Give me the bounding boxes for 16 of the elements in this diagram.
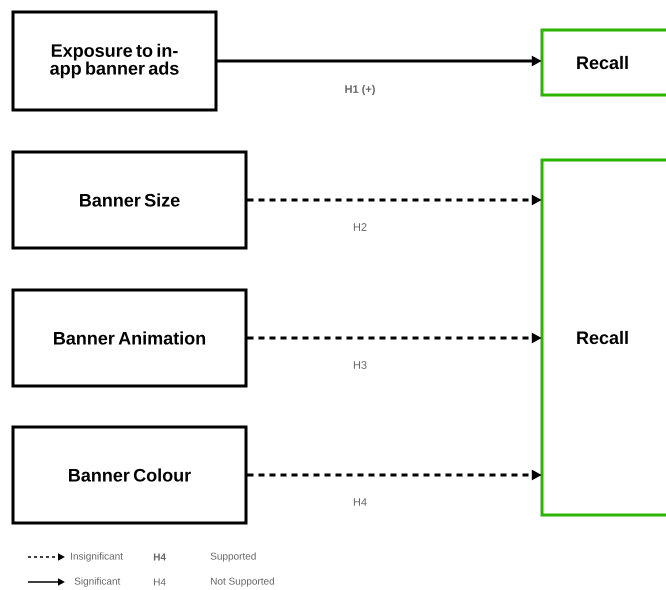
legend-text: Insignificant (71, 552, 123, 562)
legend-text: Significant (74, 577, 120, 587)
variable-box: Banner Colour (12, 426, 248, 524)
variable-box: Banner Size (12, 150, 248, 250)
outcome-box: Recall (540, 158, 666, 516)
outcome-box: Recall (540, 28, 666, 96)
hypothesis-key: H4 (154, 578, 166, 586)
edge-label: H2 (352, 222, 368, 232)
legend-text: Not Supported (211, 577, 274, 587)
legend-text: Supported (210, 552, 256, 562)
edge-label: H4 (352, 497, 368, 507)
hypothesis-key: H4 (154, 554, 166, 560)
edge-label: H3 (352, 360, 368, 370)
variable-box: Banner Animation (12, 288, 248, 388)
edge-label: H1 (+) (344, 84, 376, 96)
variable-box: Exposure to in-app banner ads (12, 10, 218, 112)
